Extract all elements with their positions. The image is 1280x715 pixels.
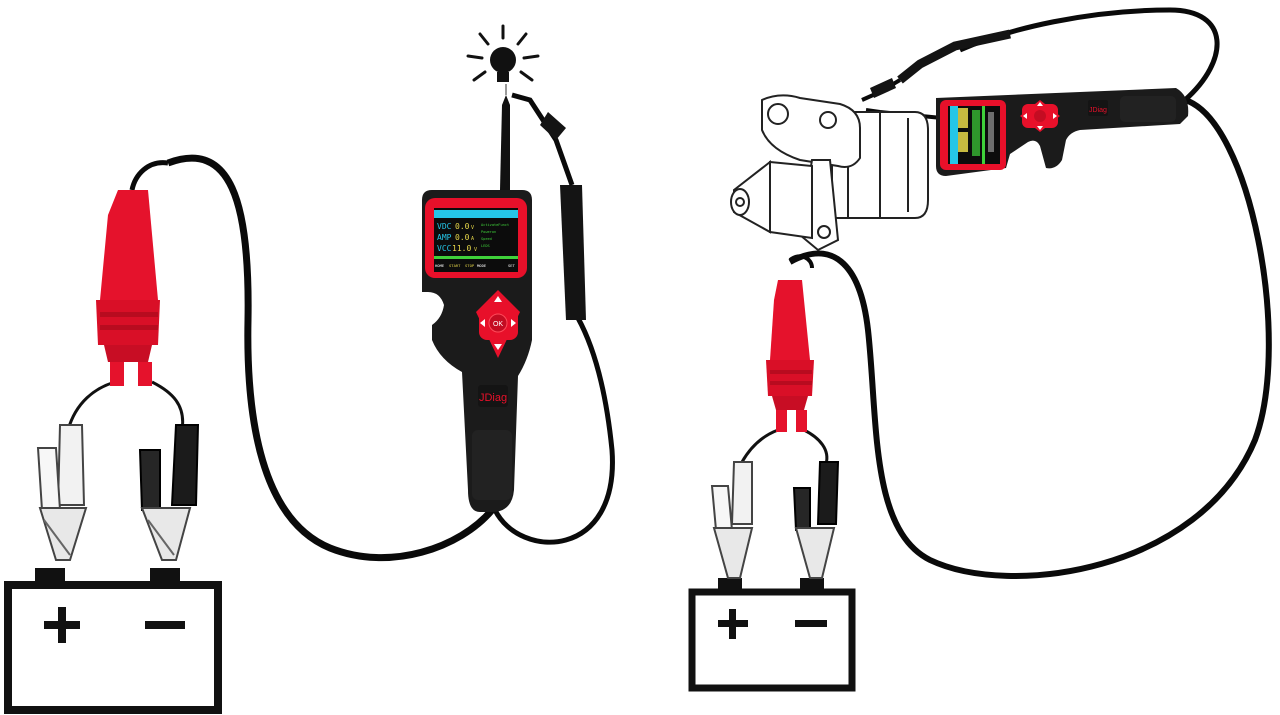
right-red-plug (766, 256, 814, 432)
minus-sign-icon (795, 620, 827, 627)
right-tester-screen (948, 106, 1000, 164)
ok-label: OK (493, 321, 503, 328)
screen-row-unit: A (471, 236, 474, 242)
screen-row-label: VDC (437, 222, 452, 231)
screen-row-value: 0.0 (455, 233, 470, 242)
screen-footer-item: START (449, 263, 461, 268)
plus-sign-icon (718, 609, 748, 639)
screen-menu-item: Poweron (481, 230, 496, 234)
left-tester-screen: VDC 0.0 V AMP 0.0 A VCC 11.0 V ActivateF… (434, 208, 518, 272)
left-red-plug (96, 163, 168, 386)
left-negative-clip (140, 425, 198, 560)
left-positive-clip (38, 425, 86, 560)
light-bulb-icon (468, 26, 538, 82)
plus-sign-icon (44, 607, 80, 643)
right-positive-clip (712, 462, 752, 578)
right-negative-clip (794, 462, 838, 578)
right-tester-dpad[interactable] (1020, 100, 1060, 132)
ok-button-icon[interactable] (1034, 110, 1046, 122)
right-battery (692, 578, 852, 688)
screen-menu-item: Speed (481, 237, 492, 241)
screen-footer-item: SET (508, 263, 516, 268)
left-battery (8, 568, 218, 710)
screen-menu-item: ActivateFunct (481, 223, 509, 227)
screen-row-label: VCC (437, 244, 452, 253)
minus-sign-icon (145, 621, 185, 629)
screen-footer-item: HOME (435, 263, 445, 268)
screen-footer-item: STOP (465, 263, 475, 268)
left-scene: VDC 0.0 V AMP 0.0 A VCC 11.0 V ActivateF… (8, 26, 612, 710)
right-tester: JDiag (936, 88, 1188, 176)
screen-row-unit: V (471, 225, 474, 231)
starter-motor (731, 95, 928, 250)
screen-footer-item: MODE (477, 263, 487, 268)
screen-row-value: 11.0 (452, 244, 471, 253)
screen-row-unit: V (474, 247, 477, 253)
tester-brand: JDiag (1089, 107, 1107, 114)
screen-row-value: 0.0 (455, 222, 470, 231)
right-scene: JDiag (692, 10, 1269, 688)
screen-row-label: AMP (437, 233, 452, 242)
tester-brand: JDiag (479, 392, 507, 404)
left-tester: VDC 0.0 V AMP 0.0 A VCC 11.0 V ActivateF… (422, 190, 532, 512)
screen-menu-item: LEDS (481, 244, 490, 248)
